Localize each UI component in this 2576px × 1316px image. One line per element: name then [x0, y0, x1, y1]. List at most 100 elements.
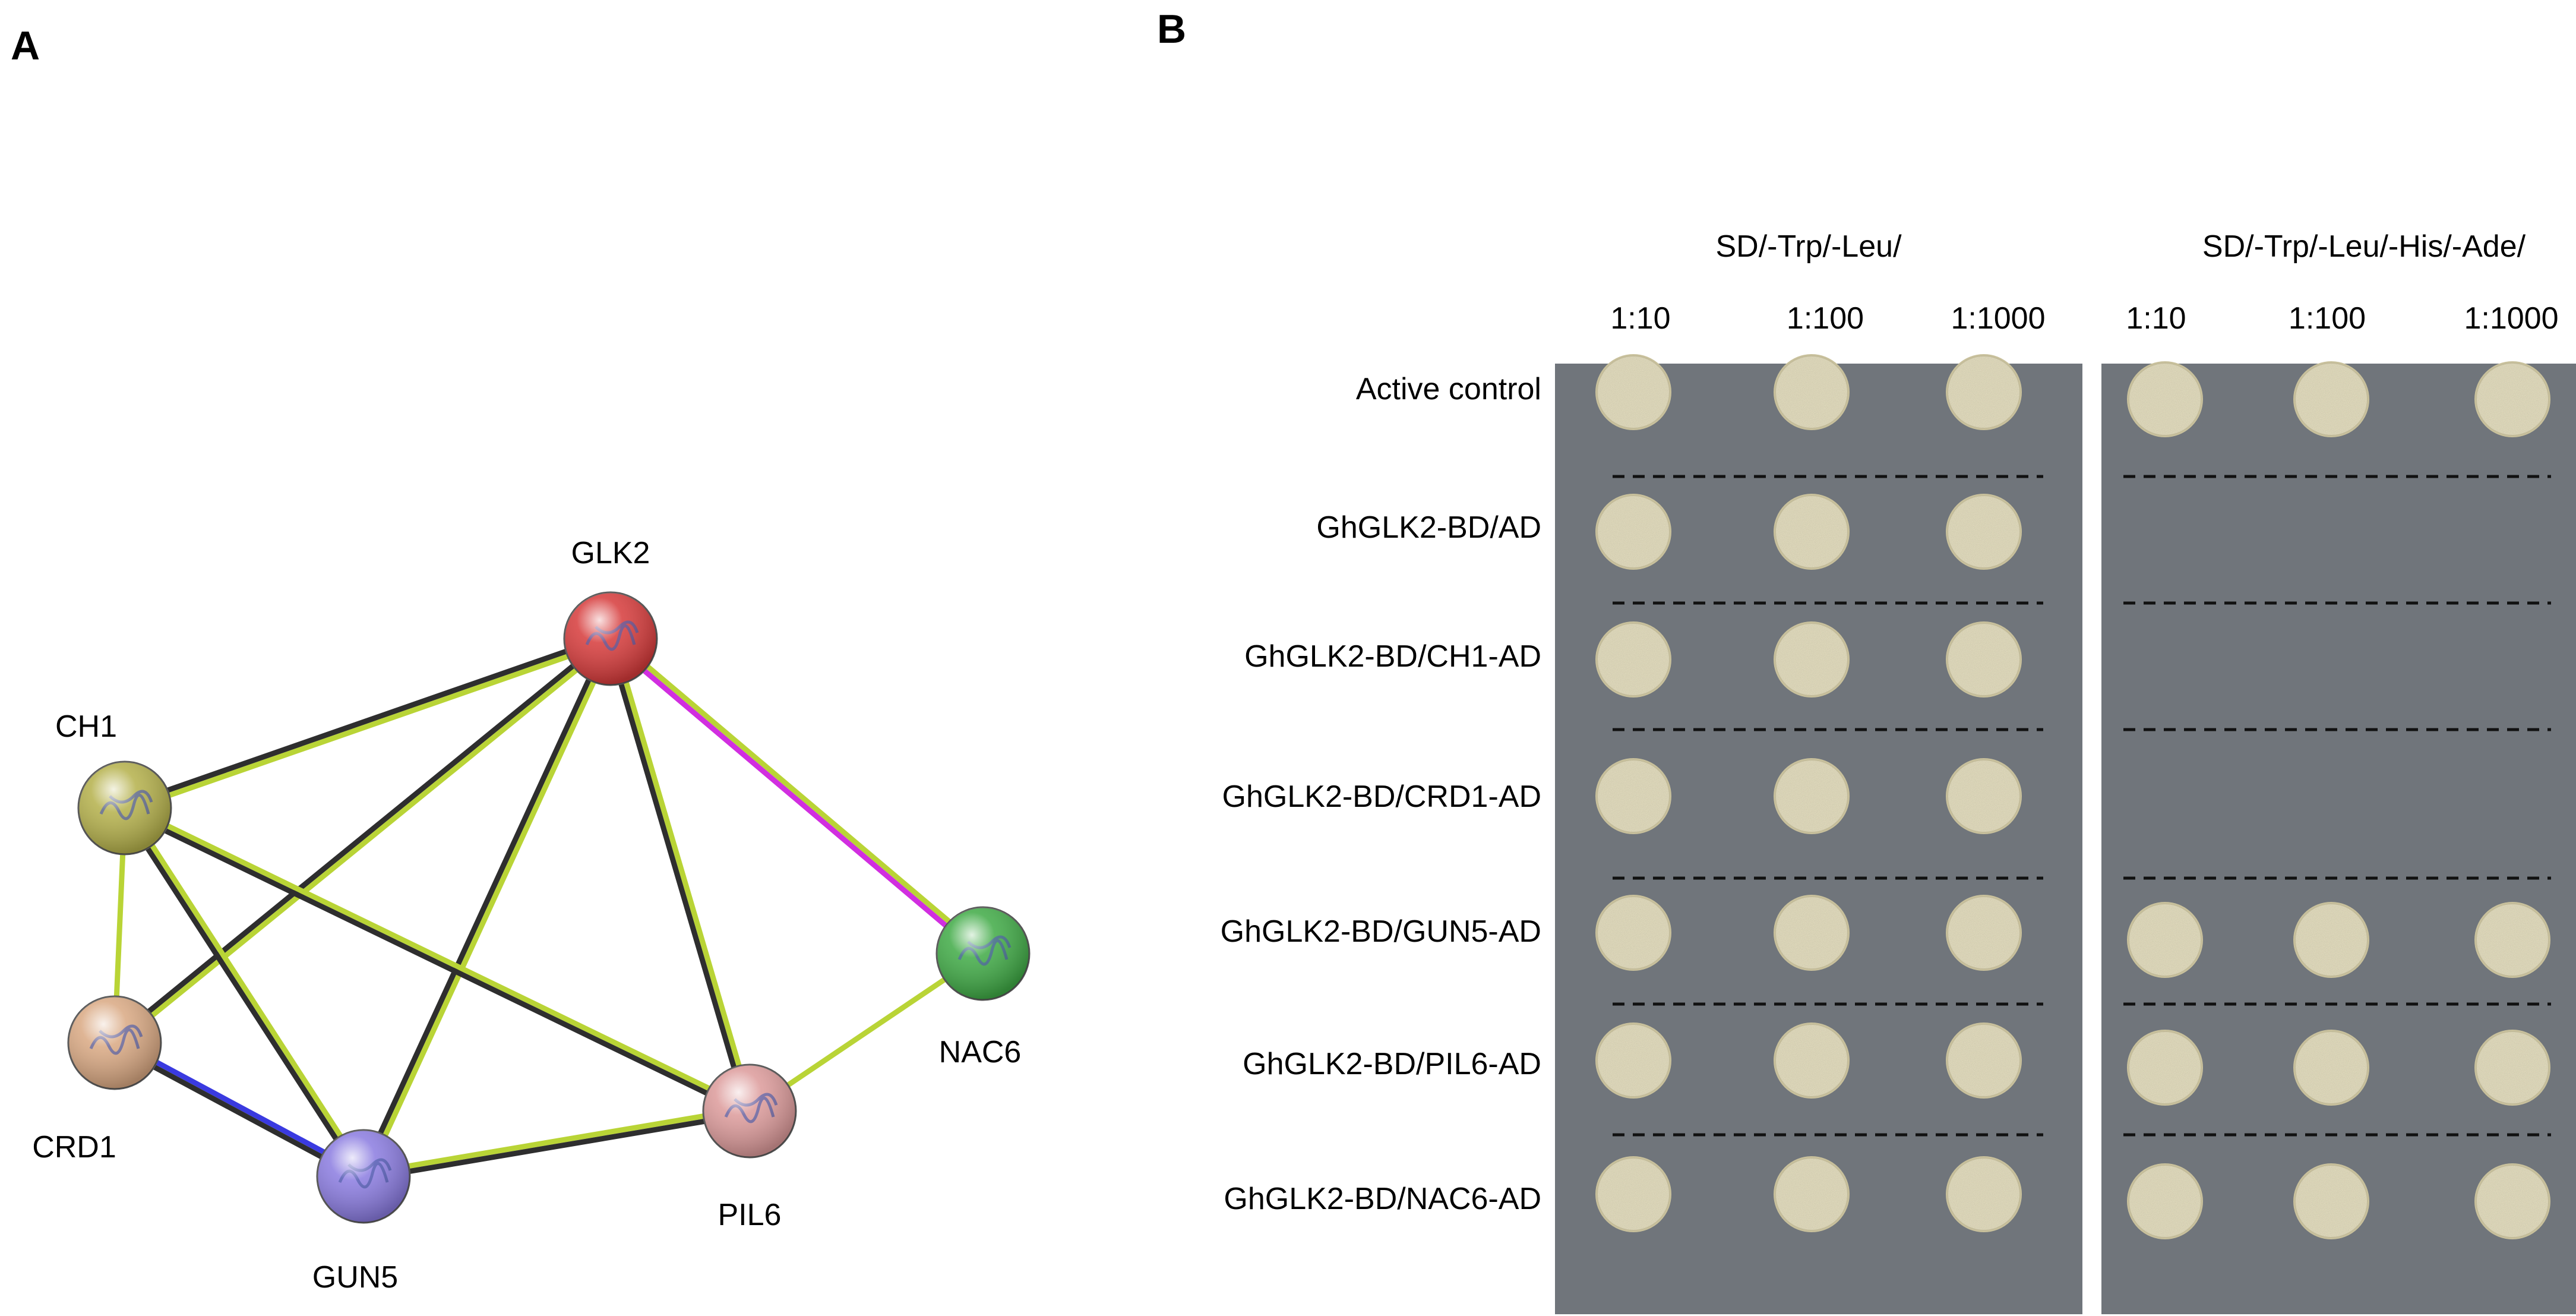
node-gloss: [68, 996, 161, 1089]
colony-texture: [2294, 1164, 2368, 1238]
yeast-colony: [2127, 361, 2203, 437]
colony-texture: [1775, 759, 1848, 833]
dilution-label: 1:10: [2126, 301, 2186, 336]
node-gloss: [564, 592, 657, 685]
colony-texture: [2128, 362, 2202, 436]
yeast-colony: [1774, 621, 1850, 698]
colony-texture: [1947, 495, 2021, 569]
colony-texture: [1947, 896, 2021, 970]
colony-texture: [1775, 1024, 1848, 1097]
colony-texture: [2476, 1031, 2549, 1104]
colony-texture: [1947, 623, 2021, 696]
colony-texture: [1597, 1024, 1670, 1097]
yeast-colony: [1774, 1022, 1850, 1099]
colony-texture: [2128, 1164, 2202, 1238]
yeast-colony: [1595, 895, 1671, 971]
colony-texture: [1775, 623, 1848, 696]
network-edge-glk2-gun5: [363, 637, 616, 1181]
colony-texture: [1597, 355, 1670, 429]
network-edge-ch1-pil6: [123, 803, 754, 1112]
dilution-label: 1:1000: [1951, 301, 2045, 336]
yeast-colony: [1774, 758, 1850, 834]
network-edge-glk2-pil6: [610, 635, 755, 1113]
row-separators: [1613, 475, 2551, 1137]
yeast-colony: [2127, 1163, 2203, 1239]
yeast-colony: [1774, 895, 1850, 971]
network-node-pil6: PIL6: [702, 1063, 797, 1232]
colony-texture: [1597, 759, 1670, 833]
colony-texture: [2294, 362, 2368, 436]
network-edge-glk2-gun5: [358, 635, 611, 1178]
yeast-colony: [1774, 354, 1850, 430]
network-node-label: CRD1: [32, 1130, 116, 1164]
colony-texture: [1597, 495, 1670, 569]
yeast-colony: [2293, 361, 2369, 437]
panel-a-label: A: [11, 23, 40, 68]
network-node-crd1: CRD1: [32, 995, 162, 1164]
yeast-colony: [1595, 621, 1671, 698]
network-edge-ch1-gun5: [119, 806, 364, 1181]
yeast-colony: [1595, 758, 1671, 834]
network-edge-gun5-pil6: [360, 1106, 752, 1177]
network-edge-glk2-nac6: [609, 634, 988, 955]
yeast-colony: [1774, 494, 1850, 570]
colony-texture: [1947, 759, 2021, 833]
yeast-colony: [2293, 1163, 2369, 1239]
dilution-label: 1:10: [1610, 301, 1670, 336]
network-edge-glk2-crd1: [113, 638, 615, 1047]
construct-label: GhGLK2-BD/CRD1-AD: [1222, 779, 1541, 814]
yeast-colony: [1595, 1022, 1671, 1099]
construct-label: GhGLK2-BD/CH1-AD: [1244, 639, 1541, 674]
yeast-colony: [1946, 494, 2022, 570]
colony-texture: [2128, 903, 2202, 977]
colony-texture: [1775, 355, 1848, 429]
yeast-colony: [2127, 902, 2203, 978]
network-edge-glk2-ch1: [122, 638, 614, 813]
yeast-colony: [2127, 1030, 2203, 1106]
colony-texture: [1947, 1157, 2021, 1231]
colony-texture: [2294, 903, 2368, 977]
yeast-colony: [2474, 361, 2550, 437]
yeast-colony: [2293, 902, 2369, 978]
yeast-colonies: [1595, 354, 2550, 1239]
yeast-colony: [2474, 1030, 2550, 1106]
panel-b-label: B: [1157, 7, 1186, 52]
yeast-colony: [1946, 1156, 2022, 1232]
network-node-ch1: CH1: [55, 709, 172, 856]
yeast-colony: [2474, 902, 2550, 978]
construct-label: GhGLK2-BD/PIL6-AD: [1243, 1047, 1541, 1081]
network-node-label: GLK2: [571, 536, 650, 570]
network-node-label: NAC6: [939, 1035, 1022, 1069]
colony-texture: [1775, 495, 1848, 569]
construct-label: Active control: [1356, 372, 1541, 406]
node-gloss: [703, 1065, 796, 1157]
colony-texture: [2128, 1031, 2202, 1104]
colony-texture: [2476, 362, 2549, 436]
network-node-label: GUN5: [312, 1260, 398, 1295]
network-node-nac6: NAC6: [935, 906, 1031, 1069]
colony-texture: [2476, 903, 2549, 977]
yeast-colony: [1774, 1156, 1850, 1232]
yeast-colony: [1946, 354, 2022, 430]
colony-texture: [1947, 355, 2021, 429]
network-node-glk2: GLK2: [563, 536, 658, 686]
panel-b-yeast-two-hybrid: B SD/-Trp/-Leu/ SD/-Trp/-Leu/-His/-Ade/ …: [1157, 7, 2576, 1314]
construct-label: GhGLK2-BD/AD: [1316, 510, 1541, 545]
dilution-label: 1:100: [2289, 301, 2366, 336]
yeast-colony: [2474, 1163, 2550, 1239]
yeast-colony: [2293, 1030, 2369, 1106]
network-edge-glk2-ch1: [121, 633, 613, 809]
colony-texture: [1775, 1157, 1848, 1231]
network-edge-ch1-pil6: [121, 807, 751, 1116]
network-node-label: CH1: [55, 709, 117, 744]
yeast-colony: [1946, 895, 2022, 971]
yeast-colony: [1946, 1022, 2022, 1099]
construct-label: GhGLK2-BD/GUN5-AD: [1221, 914, 1541, 949]
network-node-label: PIL6: [718, 1198, 782, 1232]
dilution-label: 1:1000: [2464, 301, 2558, 336]
network-edges: [110, 633, 988, 1182]
